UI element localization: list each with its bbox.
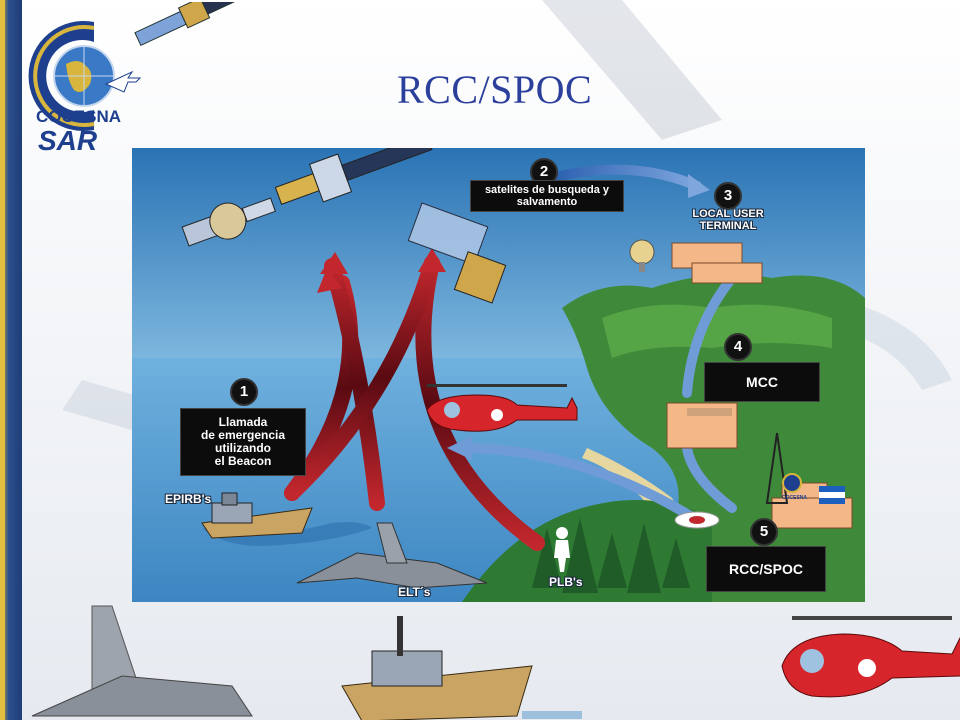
- step-1-line-3: utilizando: [215, 441, 271, 455]
- epirb-label: EPIRB's: [165, 492, 212, 506]
- step-2-box: satelites de busqueda y salvamento: [470, 180, 624, 212]
- bottom-plane-wreck-icon: [31, 605, 253, 717]
- logo-line2: SAR: [38, 125, 98, 156]
- ship-icon: [201, 492, 313, 539]
- arrow-4-5: [682, 443, 737, 513]
- lut-building: [671, 242, 763, 284]
- cocesna-building-logo: COCESNA: [782, 473, 807, 501]
- plane-wreck-icon: [296, 522, 488, 589]
- building-logo-text: COCESNA: [782, 495, 807, 501]
- step-1-number: 1: [230, 378, 258, 406]
- step-5-line-1: RCC/SPOC: [729, 560, 803, 577]
- step-5-box: RCC/SPOC: [706, 546, 826, 592]
- hiker-icon: [554, 527, 570, 572]
- plb-label: PLB's: [549, 575, 583, 589]
- satellite-icon: [134, 2, 263, 47]
- step-1-box: Llamada de emergencia utilizando el Beac…: [180, 408, 306, 476]
- helipad-target-icon: [674, 511, 720, 529]
- logo-line1: COCESNA: [36, 107, 121, 126]
- step-1-line-2: de emergencia: [200, 428, 286, 442]
- flag-icon: [819, 486, 845, 504]
- satellite-icon-3: [407, 202, 507, 304]
- coastline-highlight: [602, 304, 832, 358]
- step-2-line-1: satelites de busqueda y: [484, 184, 610, 196]
- radio-tower-icon: [765, 432, 789, 504]
- downlink-arrow-2-3: [547, 164, 702, 191]
- satellite-icon-2: [274, 148, 433, 205]
- ground-station-dish-icon: [629, 239, 655, 272]
- bottom-ship-icon: [341, 616, 582, 720]
- cocesna-sar-logo: COCESNA SAR: [28, 2, 263, 156]
- rescue-helicopter: [426, 384, 578, 432]
- step-1-line-1: Llamada: [218, 415, 268, 429]
- arrow-3-4: [682, 273, 737, 398]
- step-3-number: 3: [714, 182, 742, 210]
- step-3-line-2: TERMINAL: [699, 220, 757, 232]
- arrow-heads: [317, 248, 446, 293]
- left-gold-stripe: [0, 0, 5, 720]
- mcc-building: [666, 402, 738, 449]
- step-3-label: LOCAL USER TERMINAL: [678, 208, 778, 232]
- logo-c-inner: [33, 25, 95, 127]
- step-5-number: 5: [750, 518, 778, 546]
- arrow-5-helicopter: [457, 443, 707, 528]
- step-1-line-4: el Beacon: [214, 454, 272, 468]
- arrow-helicopter-head: [447, 436, 472, 460]
- elt-label: ELT´s: [398, 585, 431, 599]
- bottom-decoration: [31, 605, 960, 720]
- step-4-box: MCC: [704, 362, 820, 402]
- step-4-number: 4: [724, 333, 752, 361]
- bottom-helicopter-icon: [781, 616, 960, 698]
- satellite-icon-1: [181, 197, 276, 247]
- step-2-line-2: salvamento: [516, 196, 578, 208]
- page-title: RCC/SPOC: [397, 67, 593, 112]
- downlink-arrowhead: [688, 174, 710, 198]
- left-accent-bar: [0, 0, 22, 720]
- step-4-line-1: MCC: [746, 373, 778, 390]
- airplane-icon: [104, 70, 142, 93]
- pine-trees: [532, 518, 690, 593]
- step-3-line-1: LOCAL USER: [692, 208, 764, 220]
